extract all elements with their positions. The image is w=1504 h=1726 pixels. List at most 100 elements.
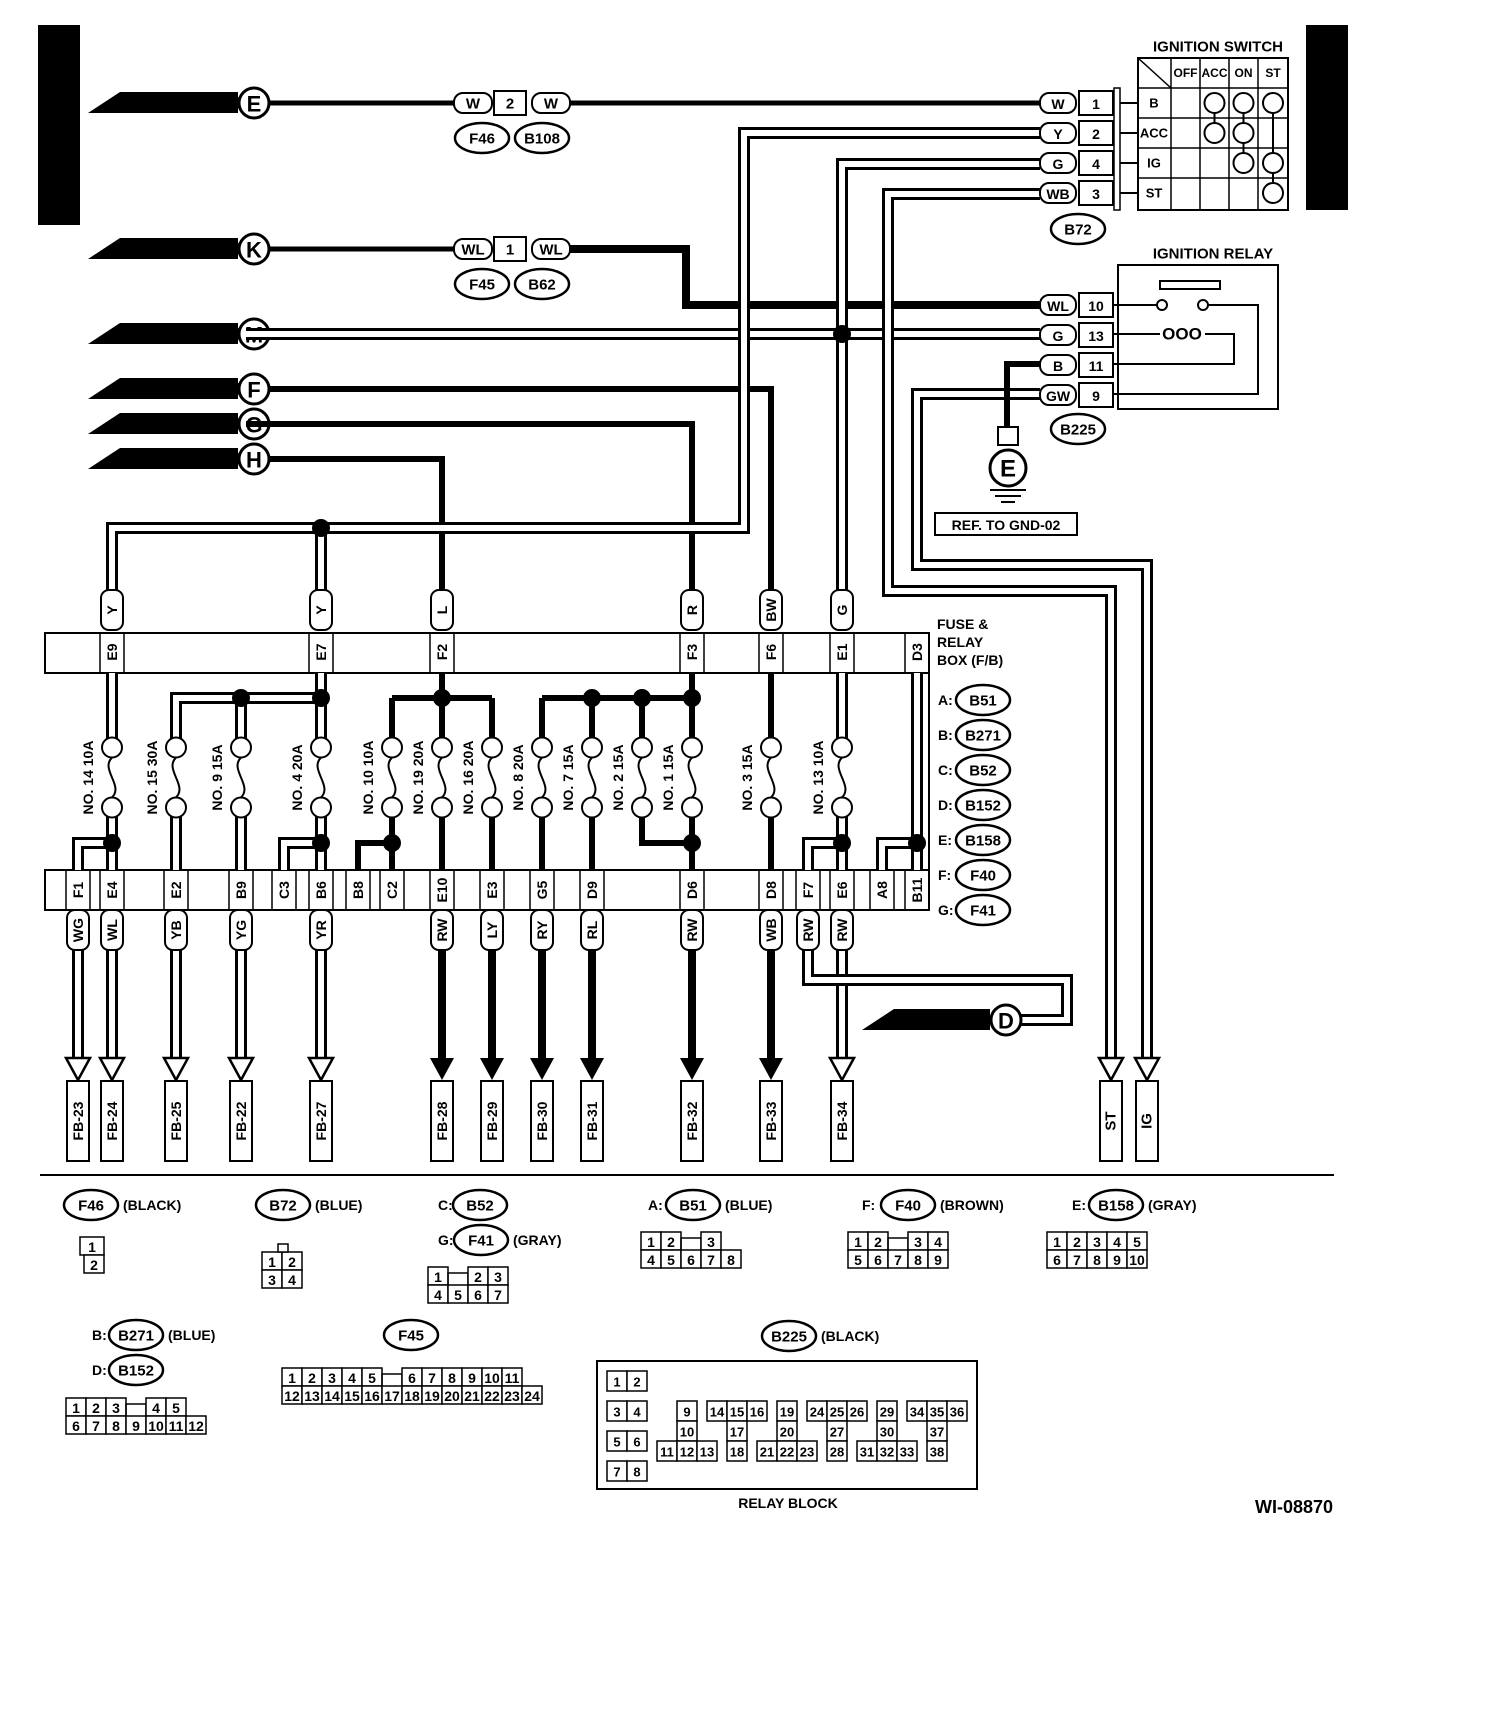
wire [270, 456, 445, 610]
relay-cell-number: 11 [660, 1445, 674, 1460]
switch-column: ACC [1202, 66, 1228, 80]
relay-cell-number: 31 [860, 1445, 874, 1460]
arrow-head [1132, 1056, 1162, 1083]
pin-number: 9 [468, 1370, 476, 1386]
connector-name: B108 [524, 131, 560, 148]
ring [1156, 299, 1168, 311]
pin-color-box [453, 92, 493, 114]
wire-color-tag: BW [759, 589, 783, 631]
fuse-label: NO. 14 10A [80, 741, 96, 815]
wire-color-tag: RL [580, 909, 604, 951]
ring [760, 736, 782, 759]
ground-symbol: E [1000, 456, 1016, 483]
pin-number: 1 [647, 1234, 655, 1250]
pin-number: 9 [132, 1418, 140, 1434]
junction-dot [232, 689, 250, 707]
connector-letter: E: [938, 832, 952, 848]
junction-dot [683, 834, 701, 852]
pin-number: 13 [1088, 328, 1104, 344]
connector-name: F45 [469, 277, 495, 294]
legend-connector-F40: F40 [879, 1188, 937, 1222]
output-box-outline [229, 1080, 253, 1162]
connector-F40: F40 [954, 858, 1012, 892]
pin-number: 11 [1089, 358, 1104, 374]
pin-number: 12 [284, 1388, 300, 1404]
output-box: FB-34 [830, 1080, 854, 1162]
tag-box [480, 909, 504, 951]
pin-number: 5 [454, 1287, 462, 1303]
pin-number: 9 [1113, 1252, 1121, 1268]
junction-dot [312, 834, 330, 852]
wire-color-tag: YB [164, 909, 188, 951]
flag-letter: H [246, 448, 262, 473]
pin-box [1078, 322, 1114, 348]
pin-color-box [531, 238, 571, 260]
relay-cell [796, 1440, 818, 1462]
doc-id: WI-08870 [1255, 1497, 1333, 1517]
wire-color: YB [168, 920, 184, 939]
fusebox-pin: B8 [350, 881, 366, 899]
ring [760, 796, 782, 819]
relay-cell-number: 23 [800, 1445, 814, 1460]
pin-number: 3 [112, 1400, 120, 1416]
pin-number: 2 [667, 1234, 675, 1250]
output-dest: ST [1103, 1111, 1120, 1130]
output-box: FB-25 [164, 1080, 188, 1162]
tag-box [229, 909, 253, 951]
relay-cell [726, 1440, 748, 1462]
connector-F46: F46 [453, 121, 511, 155]
ring [1203, 122, 1226, 144]
ring [531, 736, 553, 759]
pin-number: 2 [92, 1400, 100, 1416]
wire-wb [882, 188, 1117, 1060]
pin-cell [487, 1284, 509, 1304]
flag-body [88, 92, 238, 113]
connector-name: B72 [269, 1198, 297, 1215]
ring [1197, 299, 1209, 311]
fusebox-pin: B11 [909, 877, 925, 902]
connector-B271: B271 [954, 718, 1012, 752]
pin-number: 7 [428, 1370, 436, 1386]
internal [278, 837, 321, 870]
legend-prefix: E: [1072, 1197, 1086, 1213]
connector-name: B225 [1060, 422, 1096, 439]
wire-color-tag: RY [530, 909, 554, 951]
fuse: NO. 15 30A [144, 736, 187, 819]
connector-letter: C: [938, 762, 953, 778]
output-box: IG [1135, 1080, 1159, 1162]
pin-number: 6 [72, 1418, 80, 1434]
wire-color-tag: WB [759, 909, 783, 951]
fuse-label: NO. 2 15A [610, 744, 626, 810]
output-box: ST [1099, 1080, 1123, 1162]
fusebox-pin: C3 [276, 881, 292, 899]
ring [310, 796, 332, 819]
wire-color: L [434, 605, 450, 614]
pin-number: 2 [474, 1269, 482, 1285]
wire-color-tag: G [830, 589, 854, 631]
output-box-outline [530, 1080, 554, 1162]
ring [431, 736, 453, 759]
fuse-label: NO. 19 20A [410, 741, 426, 815]
fusebox-pin: D8 [763, 881, 779, 899]
legend-connector-B72: B72 [254, 1188, 312, 1222]
fuse: NO. 3 15A [739, 736, 782, 819]
fuse-element [587, 756, 597, 799]
oval-outline [954, 683, 1012, 717]
relay-cell-number: 13 [700, 1445, 714, 1460]
relay-block-title: RELAY BLOCK [738, 1495, 838, 1511]
output-dest: FB-23 [70, 1101, 86, 1140]
pin-number: 15 [344, 1388, 360, 1404]
flag-text: P-SUP-04 [175, 325, 252, 344]
oval-outline [107, 1318, 165, 1352]
output-box: FB-24 [100, 1080, 124, 1162]
pin-number: 1 [1053, 1234, 1061, 1250]
pin-number: 3 [914, 1234, 922, 1250]
output-box-outline [1135, 1080, 1159, 1162]
ring [381, 736, 403, 759]
legend-color: (GRAY) [513, 1232, 562, 1248]
pin-cell [83, 1254, 105, 1274]
pin-box [1078, 120, 1114, 146]
